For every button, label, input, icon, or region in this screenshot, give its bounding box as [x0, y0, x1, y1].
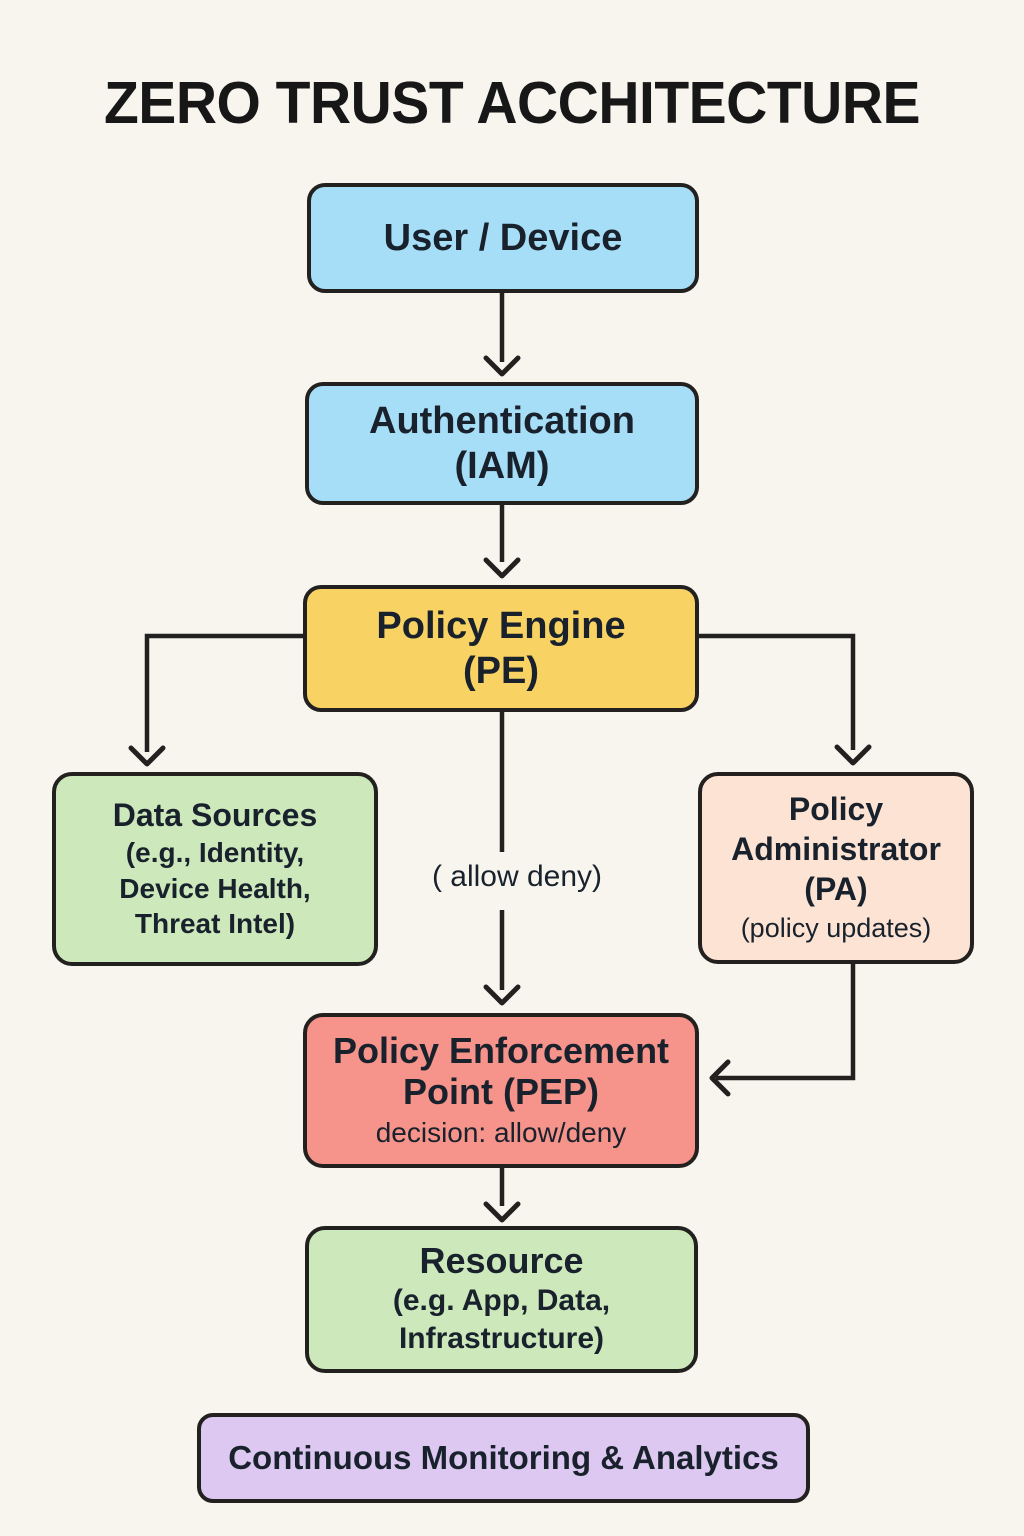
- node-continuous-monitoring: Continuous Monitoring & Analytics: [197, 1413, 810, 1503]
- node-data-sources: Data Sources (e.g., Identity, Device Hea…: [52, 772, 378, 966]
- node-authentication-sublabel: (IAM): [454, 444, 550, 487]
- node-resource-label: Resource: [419, 1240, 584, 1282]
- node-policy-engine-sublabel: (PE): [463, 649, 539, 692]
- node-resource: Resource (e.g. App, Data, Infrastructure…: [305, 1226, 698, 1373]
- arrow-pe-to-pep: [483, 712, 521, 1006]
- node-data-sources-label: Data Sources: [112, 796, 318, 833]
- page-title: ZERO TRUST ACCHITECTURE: [103, 69, 921, 137]
- node-policy-administrator-label-2: Administrator: [731, 831, 941, 868]
- arrow-auth-to-pe: [483, 505, 521, 579]
- arrow-pe-to-data-sources: [128, 633, 305, 767]
- node-data-sources-example-1: (e.g., Identity,: [125, 836, 305, 868]
- node-user-device: User / Device: [307, 183, 699, 293]
- node-policy-administrator-note: (policy updates): [740, 913, 932, 944]
- node-resource-example-1: (e.g. App, Data,: [392, 1283, 611, 1317]
- node-policy-administrator-label-1: Policy: [788, 791, 884, 828]
- arrow-pa-to-pep: [709, 964, 856, 1097]
- node-policy-administrator-label-3: (PA): [804, 871, 868, 908]
- node-policy-enforcement-point: Policy Enforcement Point (PEP) decision:…: [303, 1013, 699, 1168]
- node-user-device-label: User / Device: [383, 216, 623, 259]
- node-pep-decision-note: decision: allow/deny: [375, 1117, 627, 1149]
- node-authentication: Authentication (IAM): [305, 382, 699, 505]
- node-policy-administrator: Policy Administrator (PA) (policy update…: [698, 772, 974, 964]
- arrow-pe-to-pa: [699, 633, 872, 766]
- node-continuous-monitoring-label: Continuous Monitoring & Analytics: [228, 1438, 779, 1476]
- node-data-sources-example-3: Threat Intel): [134, 908, 296, 940]
- node-policy-engine-label: Policy Engine: [376, 605, 626, 648]
- edge-label-allow-deny: ( allow deny): [431, 860, 603, 893]
- node-authentication-label: Authentication: [369, 400, 635, 443]
- node-data-sources-example-2: Device Health,: [119, 872, 311, 904]
- arrow-pep-to-resource: [483, 1167, 521, 1223]
- arrow-user-to-auth: [483, 293, 521, 377]
- node-resource-example-2: Infrastructure): [398, 1322, 605, 1356]
- node-policy-engine: Policy Engine (PE): [303, 585, 699, 712]
- node-pep-label-1: Policy Enforcement: [332, 1029, 670, 1071]
- node-pep-label-2: Point (PEP): [403, 1071, 599, 1113]
